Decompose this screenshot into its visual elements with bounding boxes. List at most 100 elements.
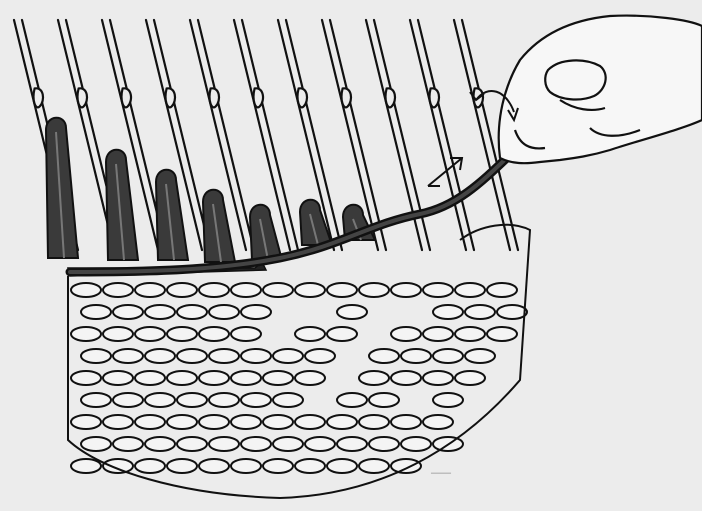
stitch: [241, 393, 271, 407]
stitch: [113, 437, 143, 451]
stitch: [135, 371, 165, 385]
stitch: [337, 393, 367, 407]
stitch: [391, 371, 421, 385]
stitch: [263, 371, 293, 385]
stitch: [231, 371, 261, 385]
stitch: [177, 437, 207, 451]
stitch: [177, 349, 207, 363]
stitch: [487, 283, 517, 297]
stitch: [177, 393, 207, 407]
knitted-fabric: [68, 225, 530, 498]
stitch: [273, 437, 303, 451]
stitch: [81, 437, 111, 451]
stitch: [465, 305, 495, 319]
yarn-loop-hook: [106, 150, 138, 260]
stitch: [103, 327, 133, 341]
stitch: [81, 305, 111, 319]
stitch: [273, 393, 303, 407]
stitch: [241, 305, 271, 319]
needle-latch: [78, 88, 87, 107]
stitch: [231, 283, 261, 297]
stitch: [273, 349, 303, 363]
yarn-loop-hook: [46, 118, 78, 258]
stitch: [71, 459, 101, 473]
stitch: [337, 437, 367, 451]
stitch: [103, 459, 133, 473]
yarn-loop-hook: [156, 170, 188, 260]
stitch: [103, 371, 133, 385]
stitch: [145, 305, 175, 319]
yarn-loop-hook: [203, 190, 235, 262]
stitch: [305, 349, 335, 363]
stitch: [423, 327, 453, 341]
stitch: [231, 327, 261, 341]
stitch: [145, 437, 175, 451]
stitch: [241, 437, 271, 451]
stitch: [391, 415, 421, 429]
stitch: [327, 415, 357, 429]
stitch: [209, 349, 239, 363]
stitch: [167, 459, 197, 473]
stitch: [135, 327, 165, 341]
stitch: [423, 415, 453, 429]
needle-latch: [386, 88, 395, 107]
stitch: [359, 371, 389, 385]
stitch: [135, 283, 165, 297]
stitch: [295, 459, 325, 473]
stitch: [167, 371, 197, 385]
stitch: [103, 283, 133, 297]
stitch: [369, 393, 399, 407]
hand-icon: [499, 16, 702, 164]
stitch: [71, 415, 101, 429]
stitch: [177, 305, 207, 319]
stitch: [263, 459, 293, 473]
stitch: [327, 283, 357, 297]
stitch: [71, 283, 101, 297]
stitch: [167, 327, 197, 341]
stitch: [423, 371, 453, 385]
stitch: [113, 349, 143, 363]
stitch: [391, 283, 421, 297]
yarn-loop-hook: [250, 205, 282, 260]
stitch: [295, 371, 325, 385]
stitch: [209, 393, 239, 407]
needle-latch: [430, 88, 439, 107]
stitch: [209, 437, 239, 451]
stitch: [433, 305, 463, 319]
needle-latch: [342, 88, 351, 107]
stitch: [391, 459, 421, 473]
stitch: [359, 415, 389, 429]
needle-latch: [254, 88, 263, 107]
stitch: [401, 349, 431, 363]
stitch: [423, 283, 453, 297]
stitch: [337, 305, 367, 319]
stitch: [199, 371, 229, 385]
stitch: [305, 437, 335, 451]
stitch: [327, 327, 357, 341]
stitch: [167, 283, 197, 297]
stitch: [145, 349, 175, 363]
stitch: [369, 437, 399, 451]
needle-latch: [34, 88, 43, 107]
stitch: [497, 305, 527, 319]
stitch: [401, 437, 431, 451]
stitch: [295, 283, 325, 297]
stitch: [231, 415, 261, 429]
stitch: [135, 459, 165, 473]
needle-latch: [210, 88, 219, 107]
stitch: [167, 415, 197, 429]
stitch: [199, 327, 229, 341]
stitch: [241, 349, 271, 363]
stitch: [433, 349, 463, 363]
stitch: [71, 327, 101, 341]
stitch: [113, 305, 143, 319]
stitch: [199, 459, 229, 473]
stitch: [81, 349, 111, 363]
stitch: [295, 415, 325, 429]
needle-latch: [122, 88, 131, 107]
stitch: [455, 327, 485, 341]
stitch: [327, 459, 357, 473]
stitch: [145, 393, 175, 407]
stitch: [103, 415, 133, 429]
